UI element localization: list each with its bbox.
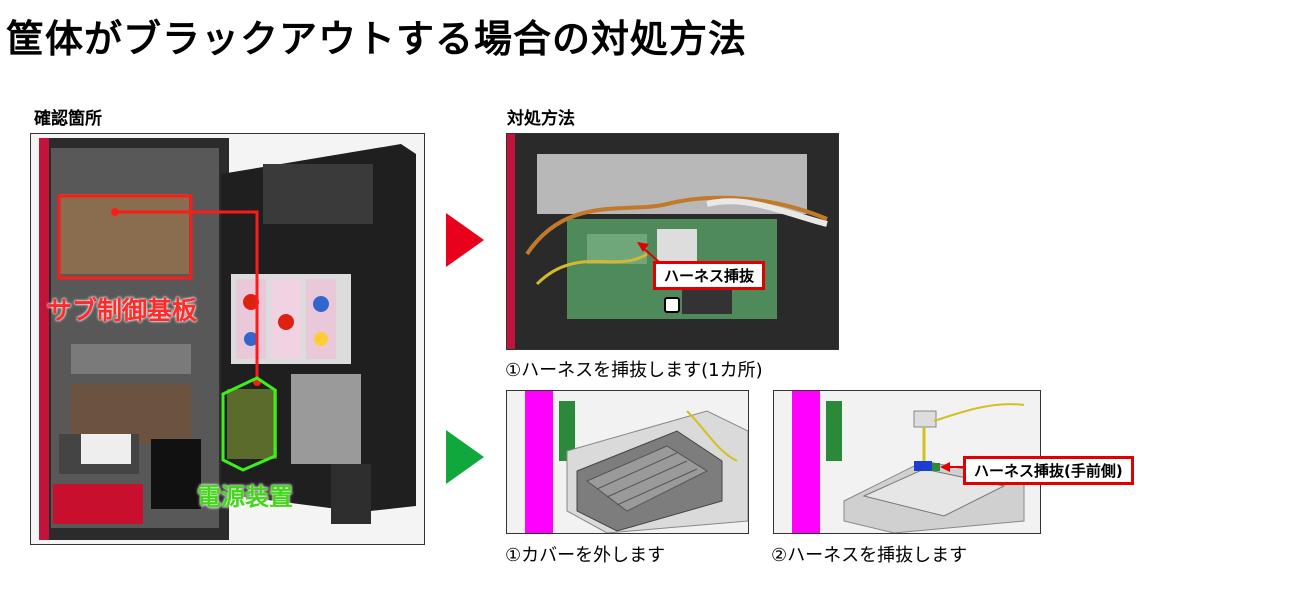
green-arrow-icon	[446, 430, 484, 484]
countermeasure-heading: 対処方法	[507, 109, 575, 129]
step-top-caption: ①ハーネスを挿抜します(1カ所)	[505, 360, 763, 381]
harness-unplug-callout: ハーネス挿抜	[653, 261, 766, 290]
harness-top-photo	[506, 133, 839, 350]
check-location-heading: 確認箇所	[34, 109, 102, 129]
step-harness-caption: ②ハーネスを挿抜します	[771, 545, 968, 566]
page-title: 筐体がブラックアウトする場合の対処方法	[6, 17, 748, 61]
red-arrow-icon	[446, 213, 484, 267]
power-supply-label: 電源装置	[197, 483, 293, 511]
cover-diagram	[506, 390, 749, 534]
cabinet-photo	[30, 133, 425, 545]
harness-unplug-front-callout: ハーネス挿抜(手前側)	[963, 456, 1134, 485]
step-cover-caption: ①カバーを外します	[505, 545, 666, 566]
sub-control-board-label: サブ制御基板	[47, 296, 198, 325]
